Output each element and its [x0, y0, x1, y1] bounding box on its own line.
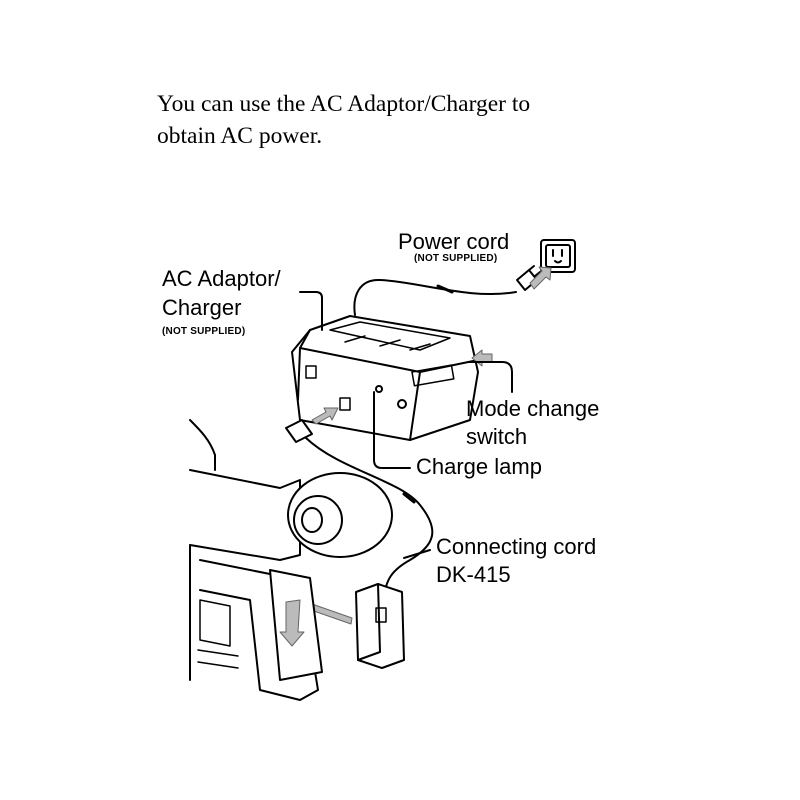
leader-connecting-cord [403, 549, 431, 559]
wall-outlet-icon [540, 239, 576, 273]
mode-switch-label-line-2: switch [466, 424, 528, 449]
connecting-cord-label-line-2: DK-415 [436, 562, 511, 587]
adaptor-label-line-2: Charger [162, 295, 242, 320]
connecting-cord [305, 437, 434, 601]
leader-charge-lamp [373, 391, 411, 469]
intro-line-1: You can use the AC Adaptor/Charger to [157, 91, 531, 117]
plug-arrow-icon [529, 266, 552, 290]
power-cord-note: (NOT SUPPLIED) [414, 253, 498, 264]
leader-mode-switch [467, 361, 513, 393]
camcorder-icon [189, 419, 393, 701]
mode-switch-label-line-1: Mode change [466, 396, 600, 421]
power-cord [353, 278, 517, 316]
adaptor-note: (NOT SUPPLIED) [162, 326, 246, 337]
insert-arrow-icon [311, 407, 339, 425]
intro-text: You can use the AC Adaptor/Charger to ob… [157, 88, 677, 152]
charger-icon [291, 315, 479, 441]
charge-lamp-label: Charge lamp [416, 454, 542, 479]
battery-connector-icon [355, 583, 405, 669]
adaptor-label-line-1: AC Adaptor/ [162, 266, 281, 291]
power-cord-label: Power cord [398, 229, 510, 254]
dc-plug-icon [285, 419, 313, 443]
connecting-cord-label-line-1: Connecting cord [436, 534, 597, 559]
intro-line-2: obtain AC power. [157, 123, 323, 149]
leader-adaptor [299, 291, 323, 331]
